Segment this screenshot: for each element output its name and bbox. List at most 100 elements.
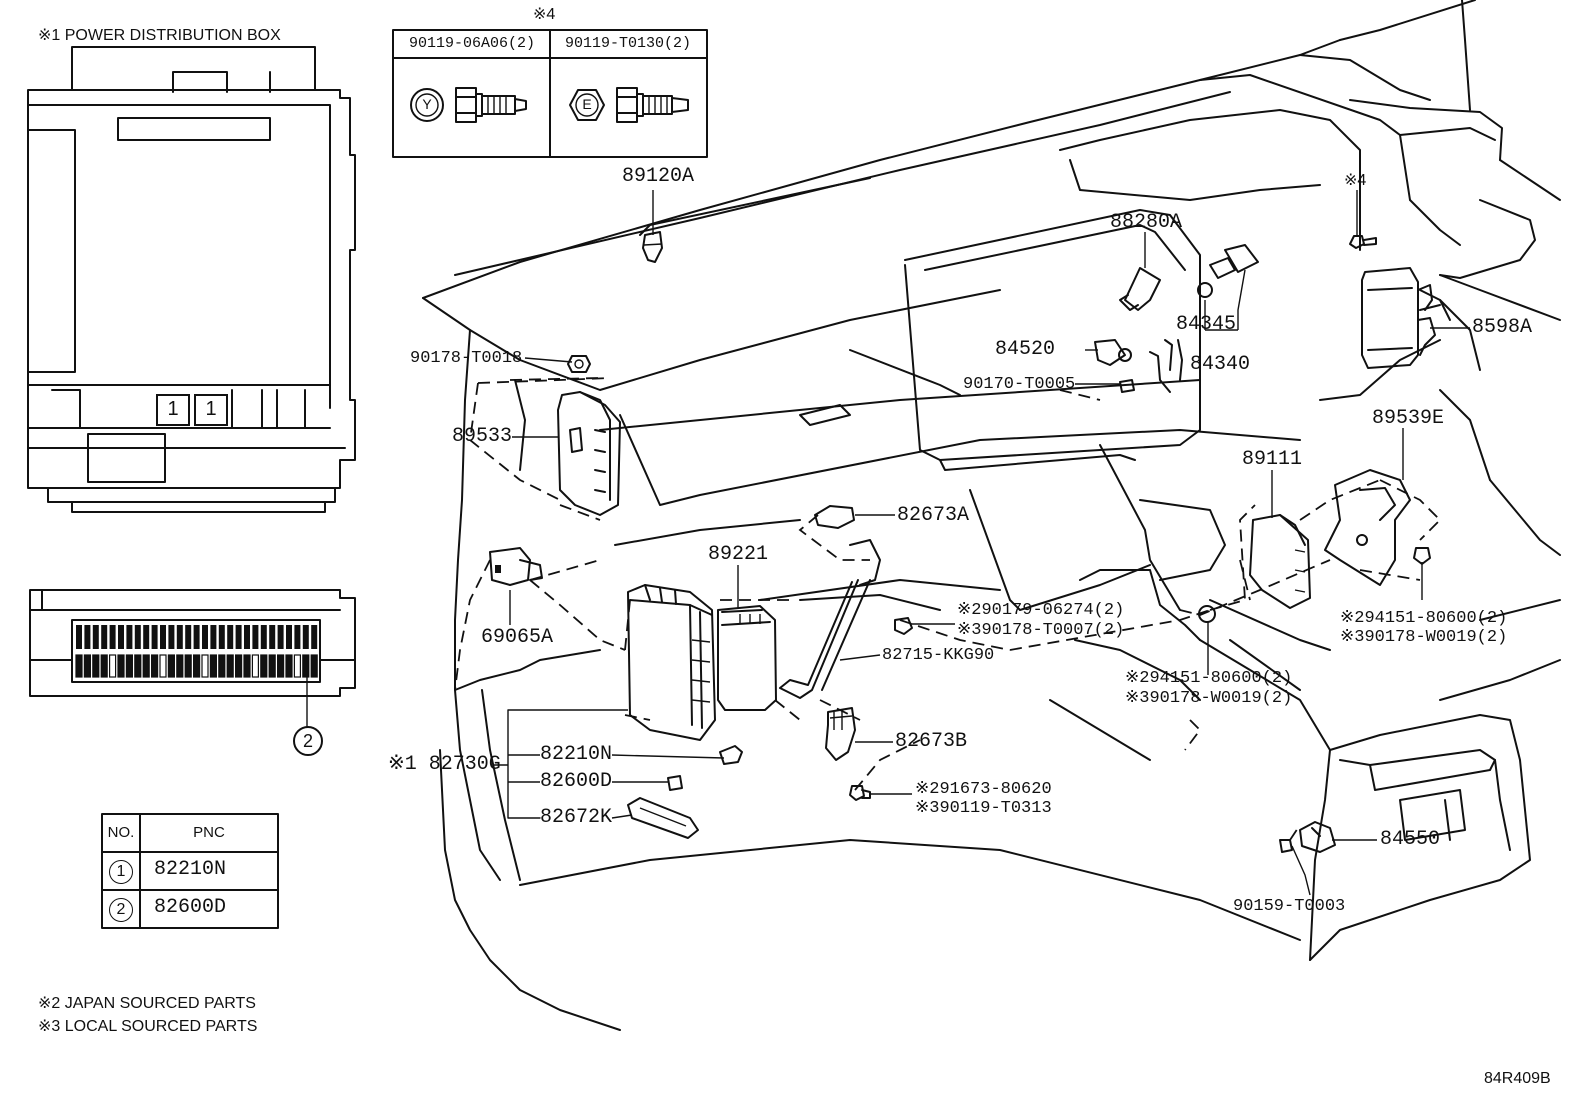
fuse-slot-lower bbox=[302, 654, 310, 678]
label-90178-T0007[interactable]: ※390178-T0007(2) bbox=[957, 621, 1125, 640]
fuse-slot-lower bbox=[226, 654, 234, 678]
fuse-slot-upper bbox=[126, 625, 133, 649]
label-84550[interactable]: 84550 bbox=[1380, 828, 1441, 851]
dashed-guides bbox=[454, 377, 1442, 841]
label-82210N[interactable]: 82210N bbox=[540, 743, 613, 766]
fuse-slot-lower bbox=[100, 654, 108, 678]
fuse-slot-lower bbox=[176, 654, 184, 678]
fuse-slot-upper bbox=[210, 625, 217, 649]
label-90179-06274[interactable]: ※290179-06274(2) bbox=[957, 601, 1125, 620]
bolt-table-note: ※4 bbox=[533, 6, 556, 23]
fuse-slot-upper bbox=[109, 625, 116, 649]
bolt-right-part-number: 90119-T0130(2) bbox=[564, 35, 692, 52]
pnc-row-2-value: 82600D bbox=[153, 896, 226, 919]
label-90178-W0019-center[interactable]: ※390178-W0019(2) bbox=[1125, 689, 1293, 708]
fuse-slot-lower bbox=[243, 654, 251, 678]
label-82715-KKG90[interactable]: 82715-KKG90 bbox=[882, 646, 995, 665]
pnc-row-1-no: 1 bbox=[109, 860, 133, 884]
fuse-slot-upper bbox=[84, 625, 91, 649]
label-82600D[interactable]: 82600D bbox=[540, 770, 613, 793]
label-84345[interactable]: 84345 bbox=[1176, 313, 1237, 336]
fuse-slot-lower bbox=[209, 654, 217, 678]
diagram-id: 84R409B bbox=[1484, 1070, 1551, 1087]
fuse-slot-upper bbox=[260, 625, 267, 649]
pdb-marker-2: 2 bbox=[293, 726, 323, 756]
footnote-local: ※3 LOCAL SOURCED PARTS bbox=[38, 1018, 258, 1035]
label-90119-T0313[interactable]: ※390119-T0313 bbox=[915, 799, 1052, 818]
bolt-right-symbol: E bbox=[582, 96, 592, 112]
label-94151-80600-center[interactable]: ※294151-80600(2) bbox=[1125, 669, 1293, 688]
fuse-slot-upper bbox=[168, 625, 175, 649]
fuse-slot-lower bbox=[125, 654, 134, 678]
bolt-left-part-number: 90119-06A06(2) bbox=[408, 35, 536, 52]
label-94151-80600-right[interactable]: ※294151-80600(2) bbox=[1340, 609, 1508, 628]
pdb-marker-1a: 1 bbox=[167, 398, 179, 420]
fuse-slot-lower bbox=[142, 654, 150, 678]
pdb-title: ※1 POWER DISTRIBUTION BOX bbox=[38, 27, 281, 44]
dashboard-outline bbox=[422, 0, 1561, 1031]
pnc-row-1-value: 82210N bbox=[153, 858, 226, 881]
label-90159-T0003[interactable]: 90159-T0003 bbox=[1233, 897, 1346, 916]
label-91673-80620[interactable]: ※291673-80620 bbox=[915, 780, 1052, 799]
label-82730G[interactable]: ※1 82730G bbox=[388, 753, 501, 776]
label-88280A[interactable]: 88280A bbox=[1110, 211, 1183, 234]
power-distribution-box-drawing bbox=[27, 46, 356, 513]
pnc-row-2-no: 2 bbox=[109, 898, 133, 922]
label-8598A[interactable]: 8598A bbox=[1472, 316, 1533, 339]
label-84340[interactable]: 84340 bbox=[1190, 353, 1251, 376]
label-82673B[interactable]: 82673B bbox=[895, 730, 968, 753]
label-89111[interactable]: 89111 bbox=[1242, 448, 1303, 471]
fuse-slot-upper bbox=[151, 625, 158, 649]
fuse-slot-upper bbox=[92, 625, 99, 649]
fuse-slot-lower bbox=[117, 654, 125, 678]
label-69065A[interactable]: 69065A bbox=[481, 626, 554, 649]
fuse-slot-upper bbox=[160, 625, 166, 649]
fuse-slot-lower bbox=[201, 654, 209, 678]
label-89120A[interactable]: 89120A bbox=[622, 165, 695, 188]
fuse-slot-lower bbox=[159, 654, 167, 678]
fuse-slot-upper bbox=[286, 625, 292, 649]
footnote-japan: ※2 JAPAN SOURCED PARTS bbox=[38, 995, 256, 1012]
label-84520[interactable]: 84520 bbox=[995, 338, 1056, 361]
fuse-slot-upper bbox=[134, 625, 141, 649]
label-note4: ※4 bbox=[1344, 172, 1367, 189]
fuse-slot-lower bbox=[235, 654, 243, 678]
fuse-slot-upper bbox=[185, 625, 192, 649]
pnc-table-frame bbox=[101, 813, 279, 929]
fuse-slot-lower bbox=[285, 654, 293, 678]
fuse-slot-lower bbox=[310, 654, 318, 678]
leader-lines bbox=[493, 190, 1470, 896]
fuse-slot-upper bbox=[101, 625, 108, 649]
fuse-slot-upper bbox=[311, 625, 318, 649]
fuse-slot-upper bbox=[252, 625, 259, 649]
fuse-slot-lower bbox=[184, 654, 192, 678]
label-89533[interactable]: 89533 bbox=[452, 425, 513, 448]
fuse-slot-upper bbox=[227, 625, 234, 649]
fuse-slot-lower bbox=[218, 654, 226, 678]
label-89221[interactable]: 89221 bbox=[708, 543, 769, 566]
fuse-slot-lower bbox=[108, 654, 117, 678]
fuse-slot-upper bbox=[193, 625, 200, 649]
fuse-slot-lower bbox=[193, 654, 201, 678]
label-89539E[interactable]: 89539E bbox=[1372, 407, 1445, 430]
label-82672K[interactable]: 82672K bbox=[540, 806, 613, 829]
label-82673A[interactable]: 82673A bbox=[897, 504, 970, 527]
part-icons bbox=[489, 231, 1451, 853]
fuse-slot-upper bbox=[294, 625, 301, 649]
pnc-col-no: NO. bbox=[107, 824, 135, 841]
fuse-slot-lower bbox=[134, 654, 142, 678]
fuse-slot-lower bbox=[167, 654, 175, 678]
label-90178-W0019-right[interactable]: ※390178-W0019(2) bbox=[1340, 628, 1508, 647]
fuse-slot-lower bbox=[75, 654, 83, 678]
fuse-slot-lower bbox=[293, 654, 301, 678]
fuse-slot-upper bbox=[269, 625, 276, 649]
fuse-slot-lower bbox=[260, 654, 268, 678]
label-90170-T0005[interactable]: 90170-T0005 bbox=[963, 375, 1076, 394]
fuse-slot-upper bbox=[76, 625, 82, 649]
fuse-slot-upper bbox=[202, 625, 208, 649]
fuse-slot-upper bbox=[244, 625, 250, 649]
fuse-slot-lower bbox=[92, 654, 100, 678]
fuse-slot-upper bbox=[235, 625, 242, 649]
label-90178-T0018[interactable]: 90178-T0018 bbox=[410, 349, 523, 368]
